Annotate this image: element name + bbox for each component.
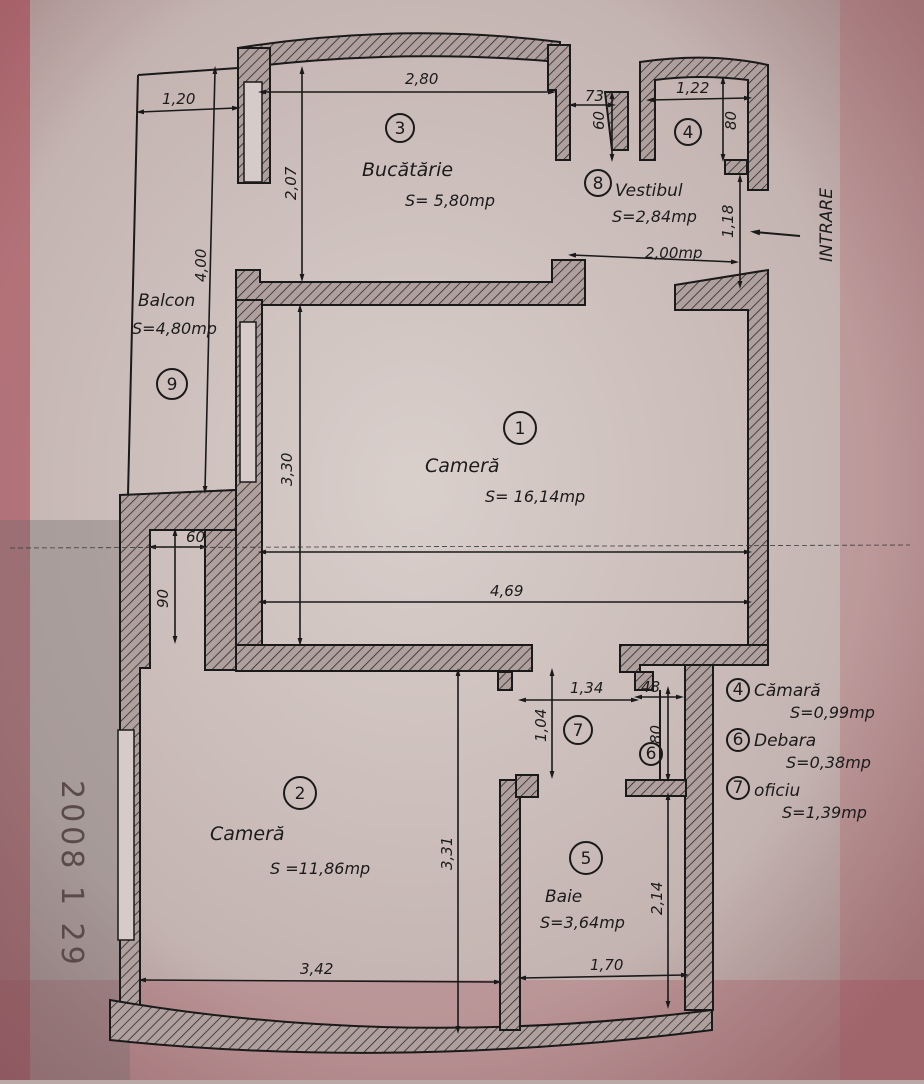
room-name: Cameră [425, 455, 500, 477]
room-number: 7 [573, 721, 584, 741]
room-name: Bucătărie [362, 159, 453, 181]
pantry-door-jamb [724, 159, 748, 175]
legend-name: Cămară [754, 681, 821, 701]
dimension-label: 90 [154, 589, 172, 608]
room-number: 6 [646, 744, 657, 764]
room-number: 3 [395, 119, 406, 139]
room-number: 4 [683, 123, 694, 143]
door-post [497, 671, 513, 691]
dimension-label: 60 [186, 528, 205, 546]
closet-jamb [634, 671, 654, 691]
dimension-label: 4,00 [192, 249, 210, 282]
dimension-label: 60 [590, 111, 608, 130]
dimension-label: 1,70 [590, 956, 623, 974]
entrance-label: INTRARE [817, 188, 837, 262]
kitchen-room1-wall [235, 259, 586, 306]
dimension-label: 3,30 [278, 453, 296, 486]
room-number: 8 [593, 174, 604, 194]
niche-wall [204, 529, 237, 671]
dimension-label: 2,07 [282, 166, 300, 200]
dimension-label: 3,42 [300, 960, 333, 978]
room-name: Balcon [138, 291, 195, 311]
room1-bottom-right-wall [619, 644, 769, 673]
pantry-wall [639, 56, 769, 191]
room-area: S =11,86mp [270, 859, 370, 878]
legend-number: 4 [733, 680, 744, 700]
dimension-label: 73 [585, 87, 604, 105]
room-number: 9 [167, 375, 178, 395]
room-area: S=4,80mp [132, 319, 217, 338]
room-name: Baie [545, 887, 582, 907]
dimension-label: 4,69 [490, 582, 523, 600]
room-name: Cameră [210, 823, 285, 845]
dimension-label: 1,18 [719, 205, 737, 238]
legend-area: S=0,99mp [790, 703, 875, 722]
legend-area: S=0,38mp [786, 753, 871, 772]
dimension-label: 2,14 [648, 882, 666, 915]
bath-door-jamb [515, 774, 539, 798]
dimension-label: 1,22 [676, 79, 709, 97]
room-number: 2 [295, 784, 306, 804]
legend-name: oficiu [754, 781, 800, 801]
date-stamp: 2008 1 29 [54, 780, 89, 969]
legend-area: S=1,39mp [782, 803, 867, 822]
legend-number: 6 [733, 730, 744, 750]
entrance-arrow-icon [750, 229, 801, 237]
room-area: S= 5,80mp [405, 191, 495, 210]
room-area: S= 16,14mp [485, 487, 585, 506]
dimension-label: 1,34 [570, 679, 603, 697]
dimension-label: 1,20 [162, 90, 195, 108]
legend-name: Debara [754, 731, 816, 751]
bath-right-wall [684, 664, 714, 1011]
legend-number: 7 [733, 778, 744, 798]
closet-wall [625, 779, 687, 797]
room-number: 5 [581, 849, 592, 869]
room-area: S=2,84mp [612, 207, 697, 226]
bottom-wall [109, 998, 713, 1054]
dimension-label: 3,31 [438, 837, 456, 870]
room-area: S=3,64mp [540, 913, 625, 932]
room1-bottom-wall [235, 644, 533, 672]
dimension-label: 80 [647, 725, 665, 744]
room-number: 1 [515, 419, 526, 439]
dimension-label: 2,00mp [645, 244, 703, 262]
dimension-label: 2,80 [405, 70, 438, 88]
dimension-label: 80 [722, 111, 740, 130]
dimension-label: 48 [641, 678, 660, 696]
room2-bath-wall [499, 779, 521, 1031]
dimension-label: 1,04 [532, 709, 550, 742]
room-name: Vestibul [615, 181, 683, 201]
